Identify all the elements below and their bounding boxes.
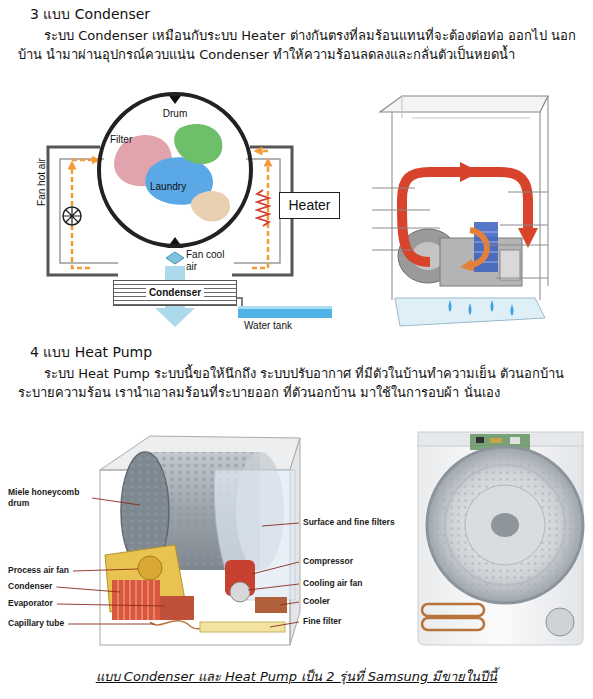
- heater-box: Heater: [279, 192, 340, 219]
- dryer-photo: [418, 440, 583, 645]
- dryer-photo: [490, 438, 502, 443]
- condenser-cutaway: [500, 250, 520, 280]
- fan-symbol: [63, 207, 81, 225]
- cool-air-arrow: [166, 252, 184, 264]
- laundry-blobs: [191, 191, 230, 221]
- heat-pump-cutaway: [56, 436, 300, 645]
- heat-pump-cutaway: [112, 580, 160, 620]
- part-label: Capillary tube: [8, 618, 64, 629]
- part-label: Condenser: [8, 581, 52, 592]
- heat-pump-cutaway: [230, 582, 250, 602]
- laundry-blobs: [174, 124, 222, 164]
- part-label: Filter: [110, 134, 132, 146]
- node-label: Drum: [163, 108, 187, 120]
- part-label: Water tank: [244, 320, 292, 332]
- leader-line: [56, 587, 120, 592]
- part-label: Fine filter: [303, 616, 341, 627]
- dryer-photo: [546, 608, 574, 636]
- condenser-cutaway: [402, 96, 530, 118]
- part-label: Compressor: [303, 556, 353, 567]
- leader-line: [280, 602, 299, 605]
- dryer-photo: [427, 447, 583, 603]
- housing: [48, 147, 292, 275]
- paragraph: ระบบ Heat Pump ระบบนี้ขอให้นึกถึง ระบบปร…: [18, 364, 580, 402]
- node-label: Condenser: [146, 287, 204, 299]
- water-tank: [238, 306, 332, 309]
- drum-circle: Drum: [97, 92, 253, 248]
- dryer-photo: [445, 465, 565, 585]
- condenser-cutaway: [449, 300, 514, 316]
- housing: [48, 147, 118, 275]
- section-heading: 4 แบบ Heat Pump: [30, 344, 152, 361]
- part-label: Evaporator: [8, 598, 53, 609]
- water-tank: [238, 306, 332, 318]
- part-label: Cooler: [303, 596, 330, 607]
- dryer-photo: [510, 437, 520, 444]
- condenser-cutaway: [395, 298, 545, 326]
- condenser-cutaway: [440, 167, 468, 177]
- drum-outline: [99, 94, 251, 246]
- paragraph: ระบบ Condenser เหมือนกับระบบ Heater ต่าง…: [18, 26, 580, 64]
- leader-line: [73, 569, 138, 571]
- section-heading: 3 แบบ Condenser: [30, 6, 150, 23]
- dryer-photo: [422, 604, 484, 630]
- leader-line: [56, 498, 299, 627]
- heater-coil: [257, 190, 269, 226]
- node-label: Heater: [288, 197, 330, 214]
- part-label: Fan cool air: [186, 249, 230, 273]
- heat-pump-cutaway: [160, 596, 194, 620]
- part-label: Miele honeycomb drum: [8, 487, 88, 509]
- condenser-cutaway: [468, 230, 487, 266]
- part-label: Cooling air fan: [303, 578, 363, 589]
- condenser-cutaway: [392, 96, 548, 300]
- heat-pump-cutaway: [138, 556, 162, 580]
- leader-line: [57, 604, 165, 606]
- leader-line: [270, 622, 299, 627]
- dryer-photo: [418, 432, 583, 645]
- dryer-photo: [427, 447, 583, 603]
- water-tank: [237, 298, 242, 306]
- hot-air-arrow: [72, 159, 96, 162]
- heater-coil: [257, 190, 269, 226]
- fan-symbol: [63, 207, 81, 225]
- dryer-photo: [465, 485, 545, 565]
- part-label: Laundry: [150, 181, 186, 193]
- hot-air-arrow: [258, 150, 268, 153]
- water-tank: [237, 298, 332, 318]
- condenser-cutaway: [372, 96, 548, 326]
- heat-pump-cutaway: [118, 580, 154, 620]
- part-label: Surface and fine filters: [303, 517, 395, 528]
- condenser-schematic: [48, 93, 332, 327]
- caption: แบบ Condenser และ Heat Pump เป็น 2 รุ่นท…: [96, 668, 498, 686]
- condenser-cutaway: [380, 96, 548, 112]
- heat-pump-cutaway: [214, 470, 295, 600]
- leader-line: [262, 523, 299, 526]
- part-label: Process air fan: [8, 565, 69, 576]
- condenser-cutaway: [402, 172, 528, 262]
- condenser-box: Condenser: [113, 280, 237, 306]
- dryer-photo: [476, 437, 484, 443]
- dryer-photo: [491, 513, 519, 537]
- hot-air-arrow: [252, 162, 268, 268]
- part-label: Fan hot air: [36, 158, 48, 206]
- leader-line: [248, 584, 299, 590]
- condenser-cutaway: [372, 188, 548, 278]
- leader-line: [68, 624, 155, 625]
- leader-line: [92, 498, 140, 505]
- leader-line: [252, 562, 299, 574]
- fan-symbol: [63, 207, 81, 225]
